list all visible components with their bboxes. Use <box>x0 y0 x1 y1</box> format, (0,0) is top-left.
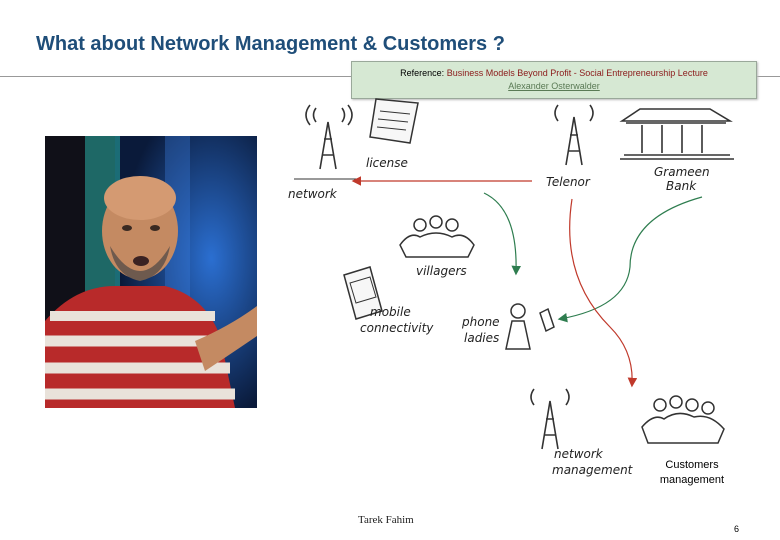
mobile-label-line1: mobile <box>370 305 411 319</box>
network-management-label-line2: management <box>552 463 634 477</box>
phone-ladies-icon <box>505 303 555 350</box>
grameen-label-line2: Bank <box>666 179 697 193</box>
villagers-label: villagers <box>416 264 467 278</box>
phone-ladies-label-line1: phone <box>461 315 500 329</box>
footer-author: Tarek Fahim <box>358 514 414 526</box>
grameen-bank-icon <box>619 108 734 160</box>
customers-label-line2: management <box>659 474 725 486</box>
customers-label-line1: Customers <box>665 459 719 471</box>
slide-title: What about Network Management & Customer… <box>36 33 505 55</box>
phone-ladies-label-line2: ladies <box>464 331 499 345</box>
reference-author-link[interactable]: Alexander Osterwalder <box>508 81 600 91</box>
telenor-tower-icon <box>554 104 594 166</box>
network-label: network <box>288 187 338 201</box>
mobile-label-line2: connectivity <box>360 321 434 335</box>
customers-management-label: Customers management <box>642 458 742 488</box>
page-number: 6 <box>734 524 740 534</box>
network-management-tower-icon <box>530 388 570 450</box>
network-tower-icon <box>294 104 360 180</box>
bank-to-ladies-arrow <box>557 196 703 323</box>
telenor-to-customers-arrow <box>569 198 638 388</box>
business-model-sketch: network license Telenor Grameen Bank vil… <box>288 98 734 477</box>
license-label: license <box>366 156 408 170</box>
villagers-icon <box>399 215 475 258</box>
customers-icon <box>641 395 725 444</box>
telenor-to-villagers-arrow <box>483 192 522 276</box>
mobile-phone-icon <box>343 266 383 320</box>
speaker-photo <box>45 136 257 408</box>
reference-label: Reference: <box>400 68 445 78</box>
telenor-label: Telenor <box>546 175 591 189</box>
reference-text: Business Models Beyond Profit - Social E… <box>444 68 708 78</box>
reference-box: Reference: Business Models Beyond Profit… <box>351 61 757 99</box>
network-management-label-line1: network <box>554 447 604 461</box>
grameen-label-line1: Grameen <box>654 165 710 179</box>
license-document-icon <box>369 98 419 144</box>
